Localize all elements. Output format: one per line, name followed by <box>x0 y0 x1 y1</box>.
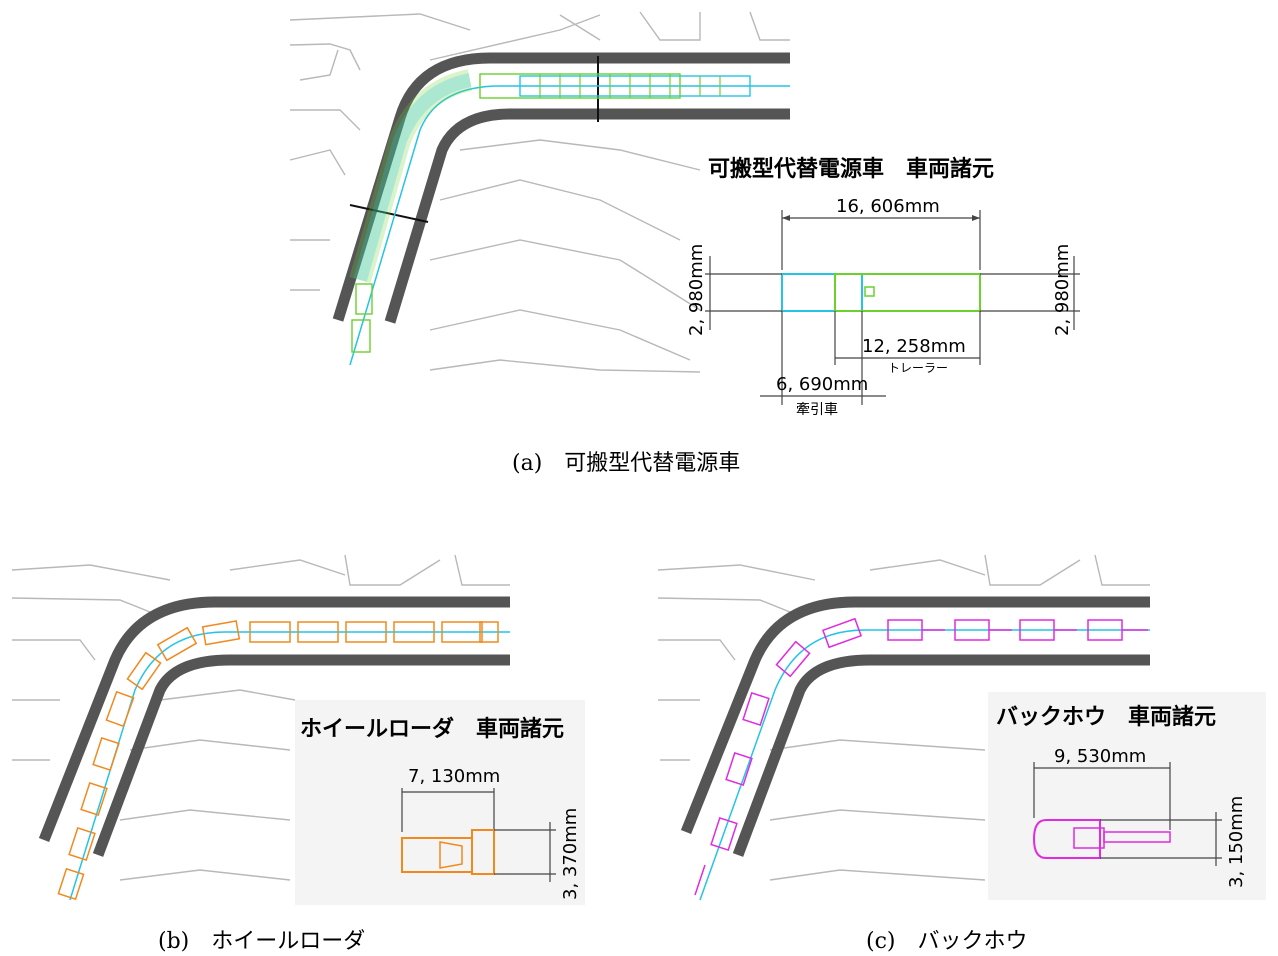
terrain-lines-b <box>11 554 510 881</box>
vehicle-spec-c <box>1032 762 1222 866</box>
spec-box-b <box>295 700 585 905</box>
trailer-length-label: 12, 258mm <box>862 336 966 357</box>
panel-a-title: 可搬型代替電源車 車両諸元 <box>708 156 994 182</box>
terrain-lines-c <box>657 554 1150 881</box>
trailer-outline <box>834 273 981 312</box>
caption-a: (a) 可搬型代替電源車 <box>512 451 740 476</box>
caption-b: (b) ホイールローダ <box>158 929 365 954</box>
panel-b-title: ホイールローダ 車両諸元 <box>300 716 564 742</box>
caption-c: (c) バックホウ <box>866 929 1028 954</box>
panel-b: ホイールローダ 車両諸元 7, 130mm 3, 370mm (b) ホイールロ… <box>11 554 585 954</box>
overall-length-label: 16, 606mm <box>836 196 940 217</box>
vehicle-spec-b <box>401 788 556 882</box>
centerline-a <box>349 85 790 366</box>
width-right-label: 2, 980mm <box>1052 244 1073 336</box>
tractor-length-label: 6, 690mm <box>776 374 868 395</box>
road-b <box>38 596 510 857</box>
backhoe-width: 3, 150mm <box>1226 796 1247 888</box>
vehicle-boxes-a <box>539 74 721 98</box>
width-left-label: 2, 980mm <box>686 244 707 336</box>
wheel-loader-width: 3, 370mm <box>560 808 581 900</box>
road-a <box>332 52 790 324</box>
vehicle-spec-a <box>705 210 1080 405</box>
backhoe-outline <box>1032 819 1101 859</box>
panel-a: 可搬型代替電源車 車両諸元 16, 606mm 2, 980mm <box>289 11 1080 476</box>
tractor-outline <box>781 273 863 312</box>
vehicle-sweep-a <box>349 69 751 353</box>
trailer-name-label: トレーラー <box>888 361 948 375</box>
wheel-loader-length: 7, 130mm <box>408 766 500 787</box>
vehicle-sweep-c <box>694 617 1148 896</box>
tractor-name-label: 牽引車 <box>796 401 838 418</box>
panel-c: バックホウ 車両諸元 9, 530mm 3, 150mm (c) バックホウ <box>657 554 1266 954</box>
centerline-c <box>699 629 1150 901</box>
terrain-lines-a <box>289 11 790 373</box>
centerline-b <box>69 631 510 901</box>
backhoe-length: 9, 530mm <box>1054 746 1146 767</box>
panel-c-title: バックホウ 車両諸元 <box>996 704 1216 730</box>
road-c <box>680 596 1150 857</box>
vehicle-sweep-b <box>57 620 499 901</box>
